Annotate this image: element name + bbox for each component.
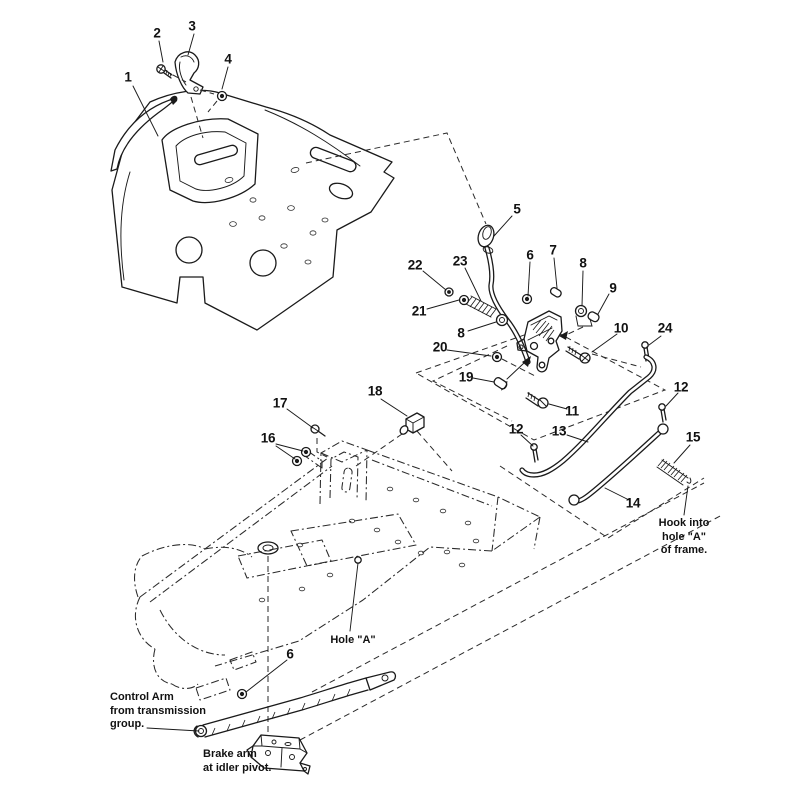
callout-11: 11 [565,403,579,419]
part-17-screw [310,424,326,437]
frame-drawing [133,440,541,734]
control-arm-note-line-2: group. [110,718,145,730]
part-3-handle [174,51,204,95]
part-2-bolt [156,64,173,79]
callout-9: 9 [609,280,617,296]
hole-a-label-line-0: Hole "A" [330,634,376,646]
callout-1: 1 [124,69,132,85]
control-arm-note-line-1: from transmission [110,704,206,717]
callout-12: 12 [673,379,689,395]
callout-23: 23 [452,253,468,269]
part-18-interlock [399,412,425,435]
part-22-nut [444,287,454,297]
fender-assembly-drawing [111,89,395,331]
part-4-nut [216,90,228,102]
leader-lines [132,33,691,732]
callout-7: 7 [549,242,557,258]
callout-14: 14 [625,495,641,511]
part-14-rod [568,423,669,506]
part-19-spacer [493,377,508,391]
callout-22: 22 [407,257,423,273]
brake-arm-note-line-0: Brake arm [203,748,257,760]
bracket-arrow-left [522,356,531,367]
part-10-bolt [565,345,591,364]
callout-4: 4 [224,51,232,67]
callout-6: 6 [526,247,534,263]
part-8-washer-right [574,304,588,318]
callout-2: 2 [153,25,161,41]
part-9-bushing [587,311,600,323]
part-12-cotter-pin-right [658,403,667,423]
hole-a-label: Hole "A" [330,634,375,648]
callout-18: 18 [367,383,383,399]
callout-5: 5 [513,201,521,217]
hole-a-marker [354,556,362,564]
callout-10: 10 [613,320,629,336]
construction-lines [172,74,723,741]
callout-8: 8 [457,325,465,341]
part-15-spring [656,458,692,486]
part-6-nut-bottom [236,688,248,700]
part-20-nut [491,351,503,363]
hook-note-line-2: of frame. [660,544,708,556]
callout-8: 8 [579,255,587,271]
control-arm-drawing [193,671,397,738]
callout-16: 16 [260,430,276,446]
bracket-arrow-right [559,331,568,340]
control-arm-note-line-0: Control Arm [110,691,174,703]
console-slot [194,144,238,166]
callout-13: 13 [551,423,567,439]
part-21-nut [458,294,470,306]
callout-20: 20 [432,339,448,355]
part-13-rod [519,354,657,478]
brake-arm-note-line-1: at idler pivot. [203,761,272,774]
fender-console [161,118,259,204]
part-1-trim-strip [110,95,178,172]
hook-note-line-1: hole "A" [661,530,707,543]
callout-3: 3 [188,18,196,34]
callout-12: 12 [508,421,524,437]
part-8-washer-left [495,313,509,327]
callout-21: 21 [411,303,427,319]
callout-19: 19 [458,369,474,385]
part-12-cotter-pin-left [530,443,539,463]
callout-17: 17 [272,395,288,411]
part-7-pin [549,286,562,298]
part-6-nut-top [521,293,533,305]
callout-6: 6 [286,646,294,662]
brake-arm-bracket-drawing [246,734,311,775]
hook-note-line-0: Hook into [658,517,710,529]
part-11-bolt [525,391,549,409]
callout-24: 24 [657,320,673,336]
mounting-bracket [516,310,593,373]
callout-15: 15 [685,429,701,445]
